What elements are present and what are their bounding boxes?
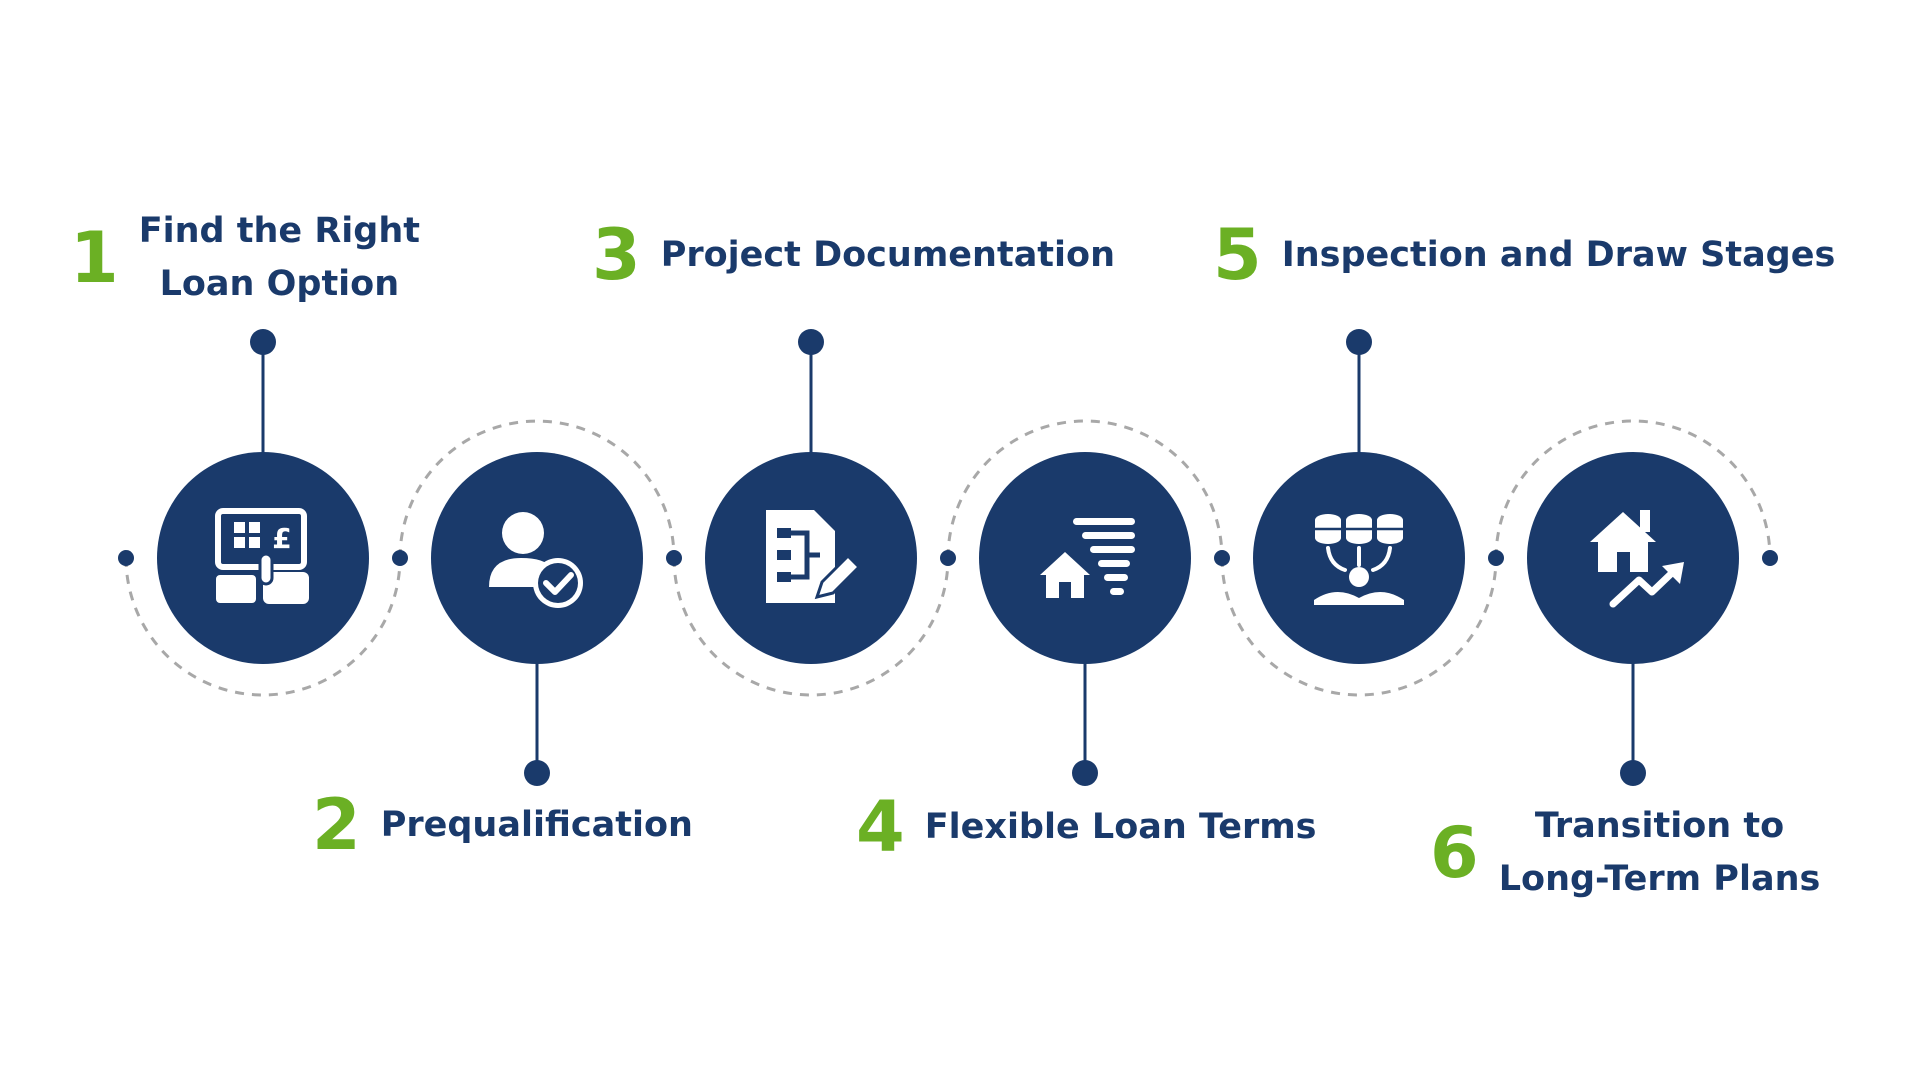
step-title-line: Loan Option bbox=[159, 263, 400, 304]
dashed-arc-2 bbox=[398, 419, 676, 559]
dashed-arc-1 bbox=[124, 557, 402, 697]
step-number: 2 bbox=[312, 784, 361, 866]
house-growth-icon bbox=[1590, 510, 1684, 608]
step-title-line: Find the Right bbox=[138, 211, 421, 251]
arc-dot bbox=[392, 550, 408, 566]
step-circle-2 bbox=[431, 452, 643, 664]
step-title: Flexible Loan Terms bbox=[925, 801, 1317, 854]
connector-dot-3 bbox=[798, 329, 824, 355]
step-title: Find the Right Loan Option bbox=[139, 205, 420, 310]
step-circle-4 bbox=[979, 452, 1191, 664]
dashed-arc-4 bbox=[946, 419, 1224, 559]
dashed-arc-6 bbox=[1494, 419, 1772, 559]
step-title: Inspection and Draw Stages bbox=[1282, 229, 1836, 282]
dashed-arc-5 bbox=[1220, 557, 1498, 697]
dashed-arc-3 bbox=[672, 557, 950, 697]
step-4-label: 4 Flexible Loan Terms bbox=[856, 792, 1317, 862]
arc-dot bbox=[1488, 550, 1504, 566]
connector-dot-2 bbox=[524, 760, 550, 786]
step-number: 3 bbox=[592, 214, 641, 296]
arc-dot bbox=[1214, 550, 1230, 566]
step-number: 6 bbox=[1430, 811, 1479, 894]
step-2-label: 2 Prequalification bbox=[312, 790, 693, 860]
step-1-label: 1 Find the Right Loan Option bbox=[70, 205, 420, 310]
step-title: Transition to Long-Term Plans bbox=[1499, 800, 1821, 905]
step-title-line: Prequalification bbox=[380, 804, 693, 845]
step-title-line: Project Documentation bbox=[660, 234, 1116, 275]
step-number: 5 bbox=[1213, 214, 1262, 296]
connector-dot-4 bbox=[1072, 760, 1098, 786]
arc-dot bbox=[666, 550, 682, 566]
house-lines-icon bbox=[1040, 518, 1135, 598]
svg-text:£: £ bbox=[272, 522, 291, 555]
arc-dot bbox=[118, 550, 134, 566]
step-number: 1 bbox=[70, 216, 119, 299]
document-edit-icon bbox=[766, 510, 862, 603]
step-6-label: 6 Transition to Long-Term Plans bbox=[1430, 800, 1820, 905]
step-title: Prequalification bbox=[381, 799, 693, 852]
step-title-line: Inspection and Draw Stages bbox=[1281, 234, 1836, 275]
connector-dot-6 bbox=[1620, 760, 1646, 786]
step-title-line: Flexible Loan Terms bbox=[924, 806, 1317, 847]
user-check-icon bbox=[489, 512, 583, 608]
step-title-line: Transition to bbox=[1534, 806, 1785, 846]
arc-dot bbox=[940, 550, 956, 566]
step-title-line: Long-Term Plans bbox=[1498, 858, 1821, 899]
arc-dot bbox=[1762, 550, 1778, 566]
calculator-pound-icon: £ bbox=[215, 508, 309, 604]
step-3-label: 3 Project Documentation bbox=[592, 220, 1115, 290]
step-number: 4 bbox=[856, 786, 905, 868]
connector-dot-1 bbox=[250, 329, 276, 355]
step-title: Project Documentation bbox=[661, 229, 1115, 282]
connector-dot-5 bbox=[1346, 329, 1372, 355]
database-network-icon bbox=[1314, 514, 1404, 605]
step-5-label: 5 Inspection and Draw Stages bbox=[1213, 220, 1835, 290]
